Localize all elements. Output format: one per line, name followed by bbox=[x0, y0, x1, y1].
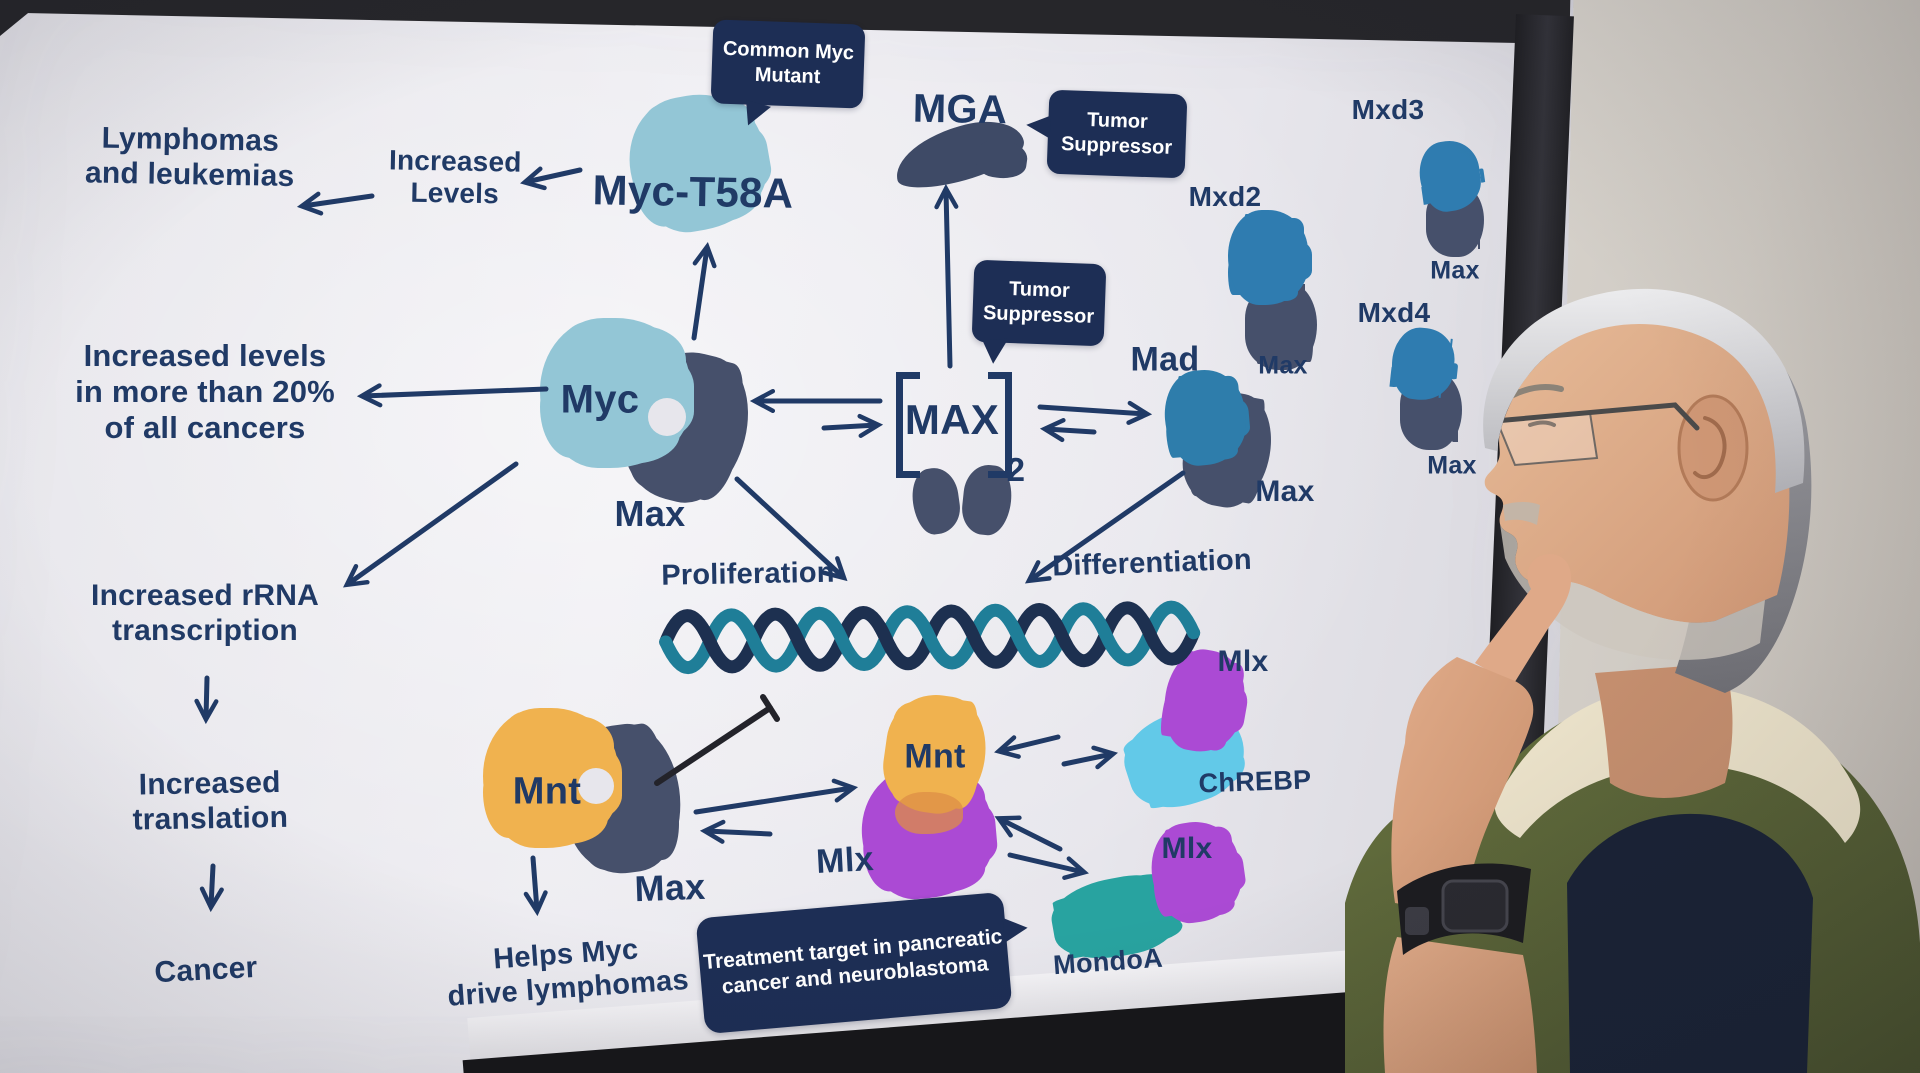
label-cancer: Cancer bbox=[153, 950, 259, 990]
label-increased-rrna: Increased rRNA transcription bbox=[91, 579, 319, 647]
callout-tail bbox=[982, 338, 1011, 365]
callout-tail bbox=[1025, 114, 1051, 139]
mnt-mlx-overlap bbox=[895, 792, 963, 834]
label-max-dimer: MAX bbox=[904, 396, 1000, 443]
label-max-of-mad: Max bbox=[1255, 475, 1315, 508]
label-increased-20-percent: Increased levels in more than 20% of all… bbox=[75, 338, 335, 445]
label-mxd2: Mxd2 bbox=[1188, 181, 1262, 212]
index-finger bbox=[1475, 554, 1572, 685]
arrow-myc-to-rrna bbox=[343, 461, 519, 588]
whiteboard-frame-corner bbox=[0, 0, 44, 36]
watch-clasp bbox=[1405, 907, 1429, 935]
label-mad: Mad bbox=[1130, 340, 1200, 379]
arrow-mad-to-max bbox=[1039, 418, 1097, 443]
label-mlx-center: Mlx bbox=[815, 840, 875, 881]
label-max-dimer-subscript: 2 bbox=[1006, 451, 1026, 488]
stubble-beard bbox=[1500, 524, 1765, 660]
arrow-max-to-mad bbox=[1037, 400, 1153, 425]
myc-protein-blob bbox=[540, 318, 690, 468]
eyebrow bbox=[1510, 384, 1564, 398]
glasses-frame bbox=[1492, 402, 1700, 431]
callout-tumor-suppressor-mga-text: Tumor Suppressor bbox=[1060, 108, 1173, 159]
label-myc-t58a: Myc-T58A bbox=[592, 166, 794, 217]
callout-tumor-suppressor-max-text: Tumor Suppressor bbox=[982, 277, 1095, 328]
arrow-mondoa-to-mntmlx bbox=[994, 815, 1063, 852]
label-max-of-myc: Max bbox=[614, 493, 686, 534]
watch-face bbox=[1441, 879, 1509, 933]
max-dimer-bracket-left bbox=[896, 372, 920, 478]
callout-tail bbox=[1002, 915, 1029, 943]
mnt-max-binding-notch bbox=[578, 768, 614, 804]
label-max-of-mnt: Max bbox=[633, 865, 707, 910]
callout-treatment-target-text: Treatment target in pancreatic cancer an… bbox=[702, 924, 1004, 999]
arrow-mntmlx-to-chrebp bbox=[1061, 745, 1118, 770]
label-mxd4: Mxd4 bbox=[1357, 297, 1431, 328]
hand bbox=[1391, 657, 1534, 915]
callout-tumor-suppressor-mga: Tumor Suppressor bbox=[1025, 89, 1188, 179]
mxd2-protein-blob bbox=[1228, 210, 1308, 305]
arrow-translation-to-cancer bbox=[199, 863, 224, 913]
arrow-mntmlx-to-mntmax bbox=[699, 819, 773, 844]
dna-double-helix bbox=[659, 600, 1201, 674]
arrow-mntmlx-to-mondoa bbox=[1007, 852, 1089, 880]
label-chrebp: ChREBP bbox=[1198, 764, 1312, 799]
callout-common-myc-mutant: Common Myc Mutant bbox=[710, 19, 866, 131]
callout-common-myc-mutant-text: Common Myc Mutant bbox=[722, 37, 855, 89]
top-hair bbox=[1483, 288, 1805, 493]
max-dimer-bracket-right bbox=[988, 372, 1012, 478]
ear-inner bbox=[1693, 416, 1727, 480]
arrow-madmax-to-differentiation bbox=[1024, 470, 1186, 584]
label-differentiation: Differentiation bbox=[1051, 543, 1253, 583]
label-max-of-mxd3: Max bbox=[1430, 256, 1480, 285]
label-myc: Myc bbox=[560, 377, 640, 422]
inhibition-t-bar bbox=[654, 694, 780, 786]
label-mga: MGA bbox=[912, 86, 1008, 133]
ear bbox=[1677, 394, 1749, 502]
label-proliferation: Proliferation bbox=[661, 556, 835, 592]
label-mnt-center: Mnt bbox=[904, 737, 966, 776]
arrow-myc-to-max bbox=[821, 413, 884, 438]
label-mxd3: Mxd3 bbox=[1351, 94, 1425, 125]
label-mnt: Mnt bbox=[512, 770, 582, 813]
label-mlx-of-chrebp: Mlx bbox=[1217, 645, 1269, 678]
neck bbox=[1595, 663, 1733, 798]
myc-max-binding-notch bbox=[648, 398, 686, 436]
label-max-of-mxd4: Max bbox=[1427, 451, 1477, 480]
label-lymphomas-leukemias: Lymphomas and leukemias bbox=[84, 121, 295, 193]
man-body bbox=[1345, 288, 1920, 1073]
arrow-t58a-to-levels bbox=[520, 166, 583, 191]
arrow-chrebp-to-mntmlx bbox=[994, 734, 1061, 759]
eye bbox=[1528, 420, 1556, 427]
label-increased-translation: Increased translation bbox=[132, 765, 289, 837]
forearm bbox=[1383, 937, 1537, 1073]
man-figure bbox=[1345, 288, 1920, 1073]
label-mlx-of-mondoa: Mlx bbox=[1161, 832, 1213, 865]
arrow-mycmax-to-proliferation bbox=[734, 476, 848, 582]
label-max-of-mxd2: Max bbox=[1258, 351, 1308, 380]
shirt bbox=[1567, 813, 1813, 1073]
arrow-mnt-to-helps bbox=[523, 855, 548, 917]
arrow-myc-to-cancers bbox=[356, 383, 549, 408]
arrow-levels-to-lymphomas bbox=[296, 191, 375, 216]
arrow-myc-to-t58a bbox=[691, 241, 717, 341]
arrow-mntmax-to-mntmlx bbox=[693, 778, 859, 815]
arrow-rrna-to-translation bbox=[194, 675, 219, 725]
mustache bbox=[1503, 502, 1540, 525]
callout-tumor-suppressor-max: Tumor Suppressor bbox=[971, 259, 1107, 365]
label-increased-levels: Increased Levels bbox=[388, 144, 522, 210]
arrow-max-to-mga bbox=[934, 183, 959, 369]
